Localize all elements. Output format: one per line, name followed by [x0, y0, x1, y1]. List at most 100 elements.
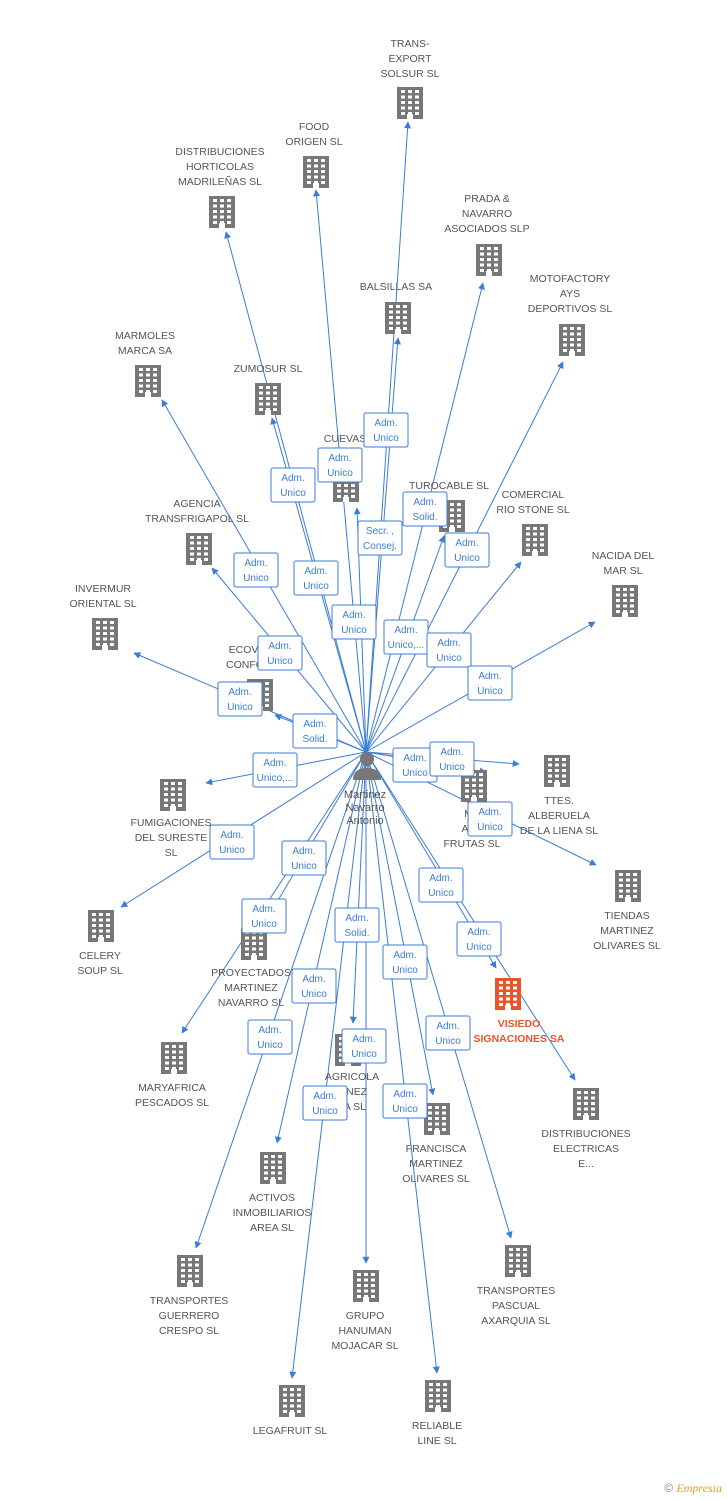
role-text: Consej.: [363, 541, 397, 552]
role-text: Secr. ,: [366, 526, 394, 537]
role-label-mercafrutas[interactable]: Adm.Unico: [331, 604, 377, 640]
person-node[interactable]: Martinez Navarro Antonio: [344, 752, 386, 827]
role-box: [418, 867, 464, 903]
role-text: Adm.: [328, 453, 351, 464]
role-box: [382, 944, 428, 980]
company-name-line: EXPORT: [389, 53, 433, 65]
role-label-ecoviconfort[interactable]: Adm.Solid.: [292, 713, 338, 749]
role-label-turocable[interactable]: Adm.Unico,...: [383, 619, 429, 655]
role-label-balsillas[interactable]: Adm.Unico: [363, 412, 409, 448]
role-label-reliable[interactable]: Adm.Unico: [382, 1083, 428, 1119]
company-name-line: MARMOLES: [115, 330, 175, 342]
footer-credit: © Empresia: [664, 1481, 722, 1496]
company-name-line: PROYECTADOS: [211, 967, 291, 979]
role-text: Adm.: [437, 638, 460, 649]
role-label-maryafrica[interactable]: Adm.Unico: [241, 898, 287, 934]
company-name-line: MARTINEZ: [409, 1158, 463, 1170]
role-label-transgerrero[interactable]: Adm.Unico: [247, 1019, 293, 1055]
role-label-tiendas[interactable]: Adm. Unico: [467, 801, 513, 837]
role-label-marmoles[interactable]: Adm.Unico: [233, 552, 279, 588]
role-text: Unico: [219, 845, 245, 856]
role-text: Unico: [477, 822, 503, 833]
role-box: [317, 447, 363, 483]
edge-line-agricola: [349, 751, 367, 1024]
company-name-line: TRANSPORTES: [150, 1295, 229, 1307]
company-name-line: AYS: [560, 288, 580, 300]
role-box: [209, 824, 255, 860]
role-label-cuevas[interactable]: Secr. , Consej.: [357, 520, 403, 556]
role-box: [363, 412, 409, 448]
company-name-line: FUMIGACIONES: [130, 817, 211, 829]
role-text: Unico: [373, 433, 399, 444]
role-text: Unico: [301, 989, 327, 1000]
role-label-legafruit[interactable]: Adm.Unico: [302, 1085, 348, 1121]
role-text: Unico: [351, 1049, 377, 1060]
role-label-visiedo[interactable]: Adm.Unico: [456, 921, 502, 957]
role-label-fumigaciones[interactable]: Adm.Unico,...: [252, 752, 298, 788]
role-label-invermur[interactable]: Adm.Unico: [217, 681, 263, 717]
role-text: Adm.: [436, 1021, 459, 1032]
role-label-grupohanuman[interactable]: Adm.Unico: [341, 1028, 387, 1064]
role-label-ttesalberuela[interactable]: Adm.Unico: [429, 741, 475, 777]
role-label-francisca[interactable]: Adm.Unico: [382, 944, 428, 980]
role-label-comercialrio[interactable]: Adm.Unico: [426, 632, 472, 668]
company-name-line: ACTIVOS: [249, 1192, 295, 1204]
role-label-zumosur[interactable]: Adm.Unico: [293, 560, 339, 596]
role-label-motofactory[interactable]: Adm.Unico: [444, 532, 490, 568]
role-label-nacida[interactable]: Adm.Unico: [467, 665, 513, 701]
role-text: Adm.: [478, 807, 501, 818]
role-label-celery[interactable]: Adm. Unico: [209, 824, 255, 860]
edge-line-transgerrero: [194, 751, 367, 1249]
company-name-line: AREA SL: [250, 1222, 294, 1234]
building-icon: [612, 585, 638, 617]
company-name-line: ZUMOSUR SL: [234, 363, 303, 375]
role-label-proyectados[interactable]: Adm.Unico: [281, 840, 327, 876]
company-node-balsillas[interactable]: BALSILLAS SA: [360, 281, 432, 334]
role-box: [402, 491, 448, 527]
company-name-line: CRESPO SL: [159, 1325, 219, 1337]
role-text: Unico: [257, 1040, 283, 1051]
role-label-distribelec[interactable]: Adm.Unico: [418, 867, 464, 903]
company-node-zumosur[interactable]: ZUMOSUR SL: [234, 363, 303, 415]
role-text: Unico: [267, 656, 293, 667]
role-label-agricola[interactable]: Adm.Solid.: [334, 907, 380, 943]
role-label-pradanavarro[interactable]: Adm.Solid.: [402, 491, 448, 527]
role-box: [429, 741, 475, 777]
role-label-distribhort[interactable]: Adm.Unico: [270, 467, 316, 503]
company-node-distribelec[interactable]: DISTRIBUCIONESELECTRICASE...: [541, 1088, 631, 1170]
role-label-agencia[interactable]: Adm.Unico: [257, 635, 303, 671]
role-label-transpascual[interactable]: Adm.Unico: [425, 1015, 471, 1051]
company-name-line: ASOCIADOS SLP: [444, 223, 529, 235]
company-name-line: OLIVARES SL: [402, 1173, 470, 1185]
role-label-foodorigen[interactable]: Adm.Unico: [317, 447, 363, 483]
role-label-activos[interactable]: Adm.Unico: [291, 968, 337, 1004]
role-text: Adm.: [220, 830, 243, 841]
company-name-line: HANUMAN: [338, 1325, 391, 1337]
role-text: Unico: [428, 888, 454, 899]
company-node-legafruit[interactable]: LEGAFRUIT SL: [253, 1385, 328, 1437]
role-text: Adm.: [304, 566, 327, 577]
